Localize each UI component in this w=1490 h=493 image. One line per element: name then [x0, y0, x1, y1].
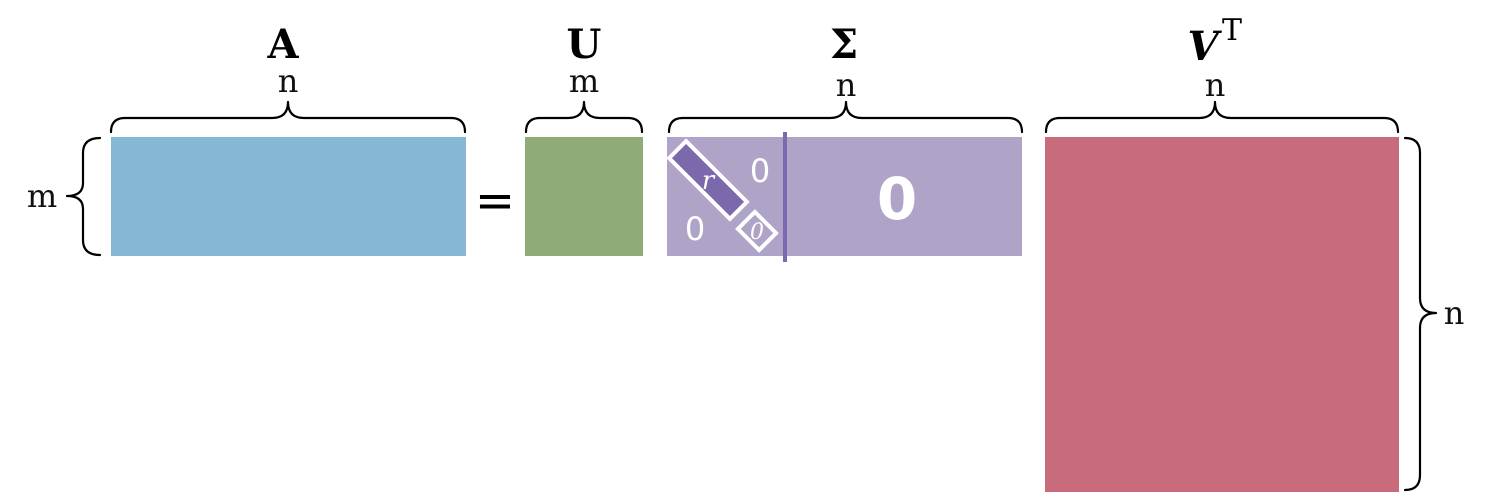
matrix-vt-side-dim: n: [1444, 294, 1465, 332]
matrix-sigma-top-brace: [667, 100, 1024, 134]
sigma-diag-zero-label: 0: [750, 220, 764, 245]
matrix-vt-side-brace: [1403, 136, 1438, 492]
sigma-lower-zero: 0: [685, 210, 705, 248]
matrix-vt-block: [1045, 137, 1399, 492]
matrix-u-top-dim: m: [569, 62, 599, 100]
matrix-a-block: [111, 137, 466, 256]
matrix-u-block: [525, 137, 643, 256]
matrix-sigma-top-dim: n: [836, 66, 857, 104]
matrix-vt-top-brace: [1044, 100, 1400, 134]
sigma-upper-zero: 0: [750, 152, 770, 190]
equals-sign: =: [475, 173, 515, 229]
matrix-u-title: U: [567, 21, 602, 68]
matrix-u-top-brace: [524, 100, 644, 134]
matrix-vt-superscript: T: [1222, 13, 1242, 48]
sigma-diagonal-zero-block: 0: [735, 209, 779, 253]
matrix-a-side-dim: m: [27, 177, 57, 215]
matrix-vt-top-dim: n: [1205, 66, 1226, 104]
matrix-sigma-title: Σ: [830, 21, 858, 68]
matrix-vt-title: V: [1187, 23, 1222, 70]
sigma-diag-r-label: r: [702, 166, 716, 196]
matrix-a-side-brace: [65, 136, 102, 257]
matrix-a-top-dim: n: [278, 62, 299, 100]
matrix-a-title: A: [266, 21, 299, 68]
matrix-a-top-brace: [109, 100, 467, 134]
sigma-block-zero: 0: [877, 165, 917, 233]
sigma-diagonal-r-block: r: [666, 138, 750, 222]
